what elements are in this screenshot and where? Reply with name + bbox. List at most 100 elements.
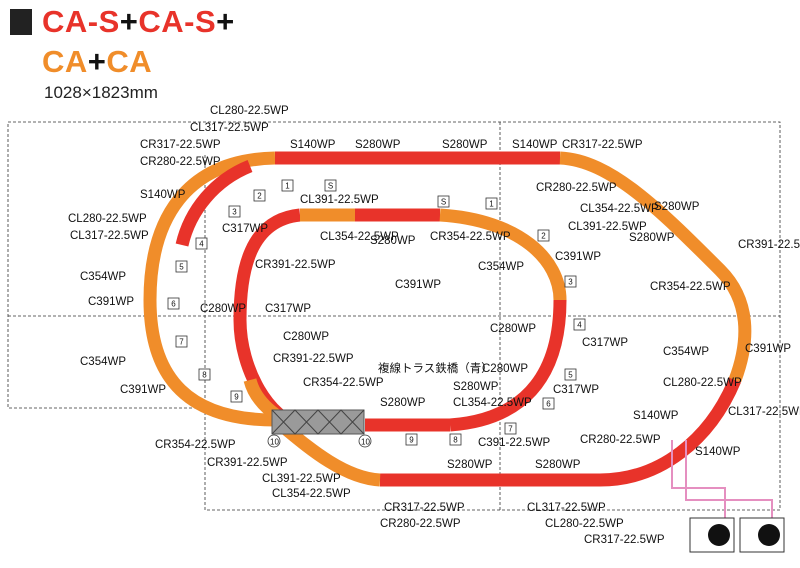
section-marker: 4 — [573, 318, 586, 331]
svg-text:4: 4 — [199, 240, 204, 249]
track-label: C354WP — [80, 271, 126, 283]
section-marker: 2 — [253, 189, 266, 202]
track-label: C391WP — [120, 384, 166, 396]
svg-text:1: 1 — [285, 182, 290, 191]
track-label: C391WP — [395, 279, 441, 291]
section-marker: S — [324, 179, 337, 192]
svg-text:10: 10 — [270, 438, 279, 447]
track-label: S280WP — [453, 381, 499, 393]
track-label: S280WP — [442, 139, 488, 151]
svg-text:9: 9 — [234, 393, 239, 402]
track-label: C391-22.5WP — [478, 437, 551, 449]
track-label: CL354-22.5WP — [320, 231, 399, 243]
svg-text:6: 6 — [546, 400, 551, 409]
svg-text:2: 2 — [541, 232, 546, 241]
track-label: C317WP — [222, 223, 268, 235]
track-label: CR317-22.5WP — [584, 534, 665, 546]
track-label: CR354-22.5WP — [430, 231, 511, 243]
track-label: S140WP — [695, 446, 741, 458]
section-marker: 1 — [485, 197, 498, 210]
track-label: C317WP — [265, 303, 311, 315]
track-label: CL354-22.5WP — [580, 203, 659, 215]
svg-text:1: 1 — [489, 200, 494, 209]
track-label: CR280-22.5WP — [380, 518, 461, 530]
section-marker: 5 — [564, 368, 577, 381]
svg-text:8: 8 — [453, 436, 458, 445]
track-label: S280WP — [355, 139, 401, 151]
track-label: CR317-22.5WP — [562, 139, 643, 151]
track-label: CL391-22.5WP — [300, 194, 379, 206]
track-label: CR317-22.5WP — [140, 139, 221, 151]
track-label: CR354-22.5WP — [303, 377, 384, 389]
track-label: C280WP — [482, 363, 528, 375]
track-label: C280WP — [200, 303, 246, 315]
svg-text:8: 8 — [202, 371, 207, 380]
section-marker: 9 — [405, 433, 418, 446]
bridge-label: 複線トラス鉄橋（青） — [378, 361, 493, 375]
section-marker: 3 — [564, 275, 577, 288]
svg-text:10: 10 — [361, 438, 370, 447]
track-label: S280WP — [370, 235, 416, 247]
svg-text:5: 5 — [179, 263, 184, 272]
track-label: CR280-22.5WP — [140, 156, 221, 168]
track-label: C391WP — [745, 343, 791, 355]
track-label: C317WP — [582, 337, 628, 349]
svg-text:9: 9 — [409, 436, 414, 445]
section-marker: 7 — [504, 422, 517, 435]
track-label: CL280-22.5WP — [210, 105, 289, 117]
svg-text:3: 3 — [568, 278, 573, 287]
track-label: CR354-22.5WP — [650, 281, 731, 293]
outer-track-bottom-right — [380, 377, 741, 487]
track-label: S140WP — [512, 139, 558, 151]
track-label: CR280-22.5WP — [580, 434, 661, 446]
title-line-1: CA-S+CA-S+ — [42, 4, 235, 39]
track-label: CL391-22.5WP — [262, 473, 341, 485]
baseboard-outline — [7, 121, 781, 511]
section-marker: 6 — [542, 397, 555, 410]
section-marker: S — [437, 195, 450, 208]
inner-track-right — [449, 299, 567, 432]
section-marker: 3 — [228, 205, 241, 218]
track-label: S280WP — [629, 232, 675, 244]
track-label: C391WP — [88, 296, 134, 308]
track-label: CL317-22.5WP — [728, 406, 800, 418]
track-label: CL317-22.5WP — [190, 122, 269, 134]
track-label: C354WP — [478, 261, 524, 273]
track-label: C317WP — [553, 384, 599, 396]
layout-dimensions: 1028×1823mm — [44, 83, 158, 102]
track-label: CL280-22.5WP — [663, 377, 742, 389]
title-bullet — [10, 9, 32, 35]
track-label: CR280-22.5WP — [536, 182, 617, 194]
section-marker: 10 — [267, 434, 281, 448]
section-marker: 2 — [537, 229, 550, 242]
track-label: CL317-22.5WP — [70, 230, 149, 242]
power-controllers — [671, 440, 785, 553]
track-label: S140WP — [290, 139, 336, 151]
track-labels: CL280-22.5WP CL317-22.5WP CR317-22.5WP CR28… — [68, 105, 800, 546]
outer-track-left — [143, 151, 276, 427]
svg-text:7: 7 — [179, 338, 184, 347]
inner-track-top-right — [439, 208, 567, 301]
track-label: CL317-22.5WP — [527, 502, 606, 514]
section-marker: 1 — [281, 179, 294, 192]
track-label: S280WP — [447, 459, 493, 471]
title-line-2: CA+CA — [42, 44, 153, 79]
svg-text:S: S — [328, 182, 333, 191]
svg-text:S: S — [441, 198, 446, 207]
outer-track-upper-left-red — [175, 159, 253, 247]
track-label: C354WP — [80, 356, 126, 368]
svg-text:3: 3 — [232, 208, 237, 217]
track-label: CR317-22.5WP — [384, 502, 465, 514]
track-label: C391WP — [555, 251, 601, 263]
track-label: CL280-22.5WP — [545, 518, 624, 530]
truss-bridge — [271, 409, 365, 435]
track-label: S140WP — [633, 410, 679, 422]
track-label: S140WP — [140, 189, 186, 201]
section-marker: 4 — [195, 237, 208, 250]
track-label: C280WP — [283, 331, 329, 343]
section-marker: 5 — [175, 260, 188, 273]
section-marker: 7 — [175, 335, 188, 348]
